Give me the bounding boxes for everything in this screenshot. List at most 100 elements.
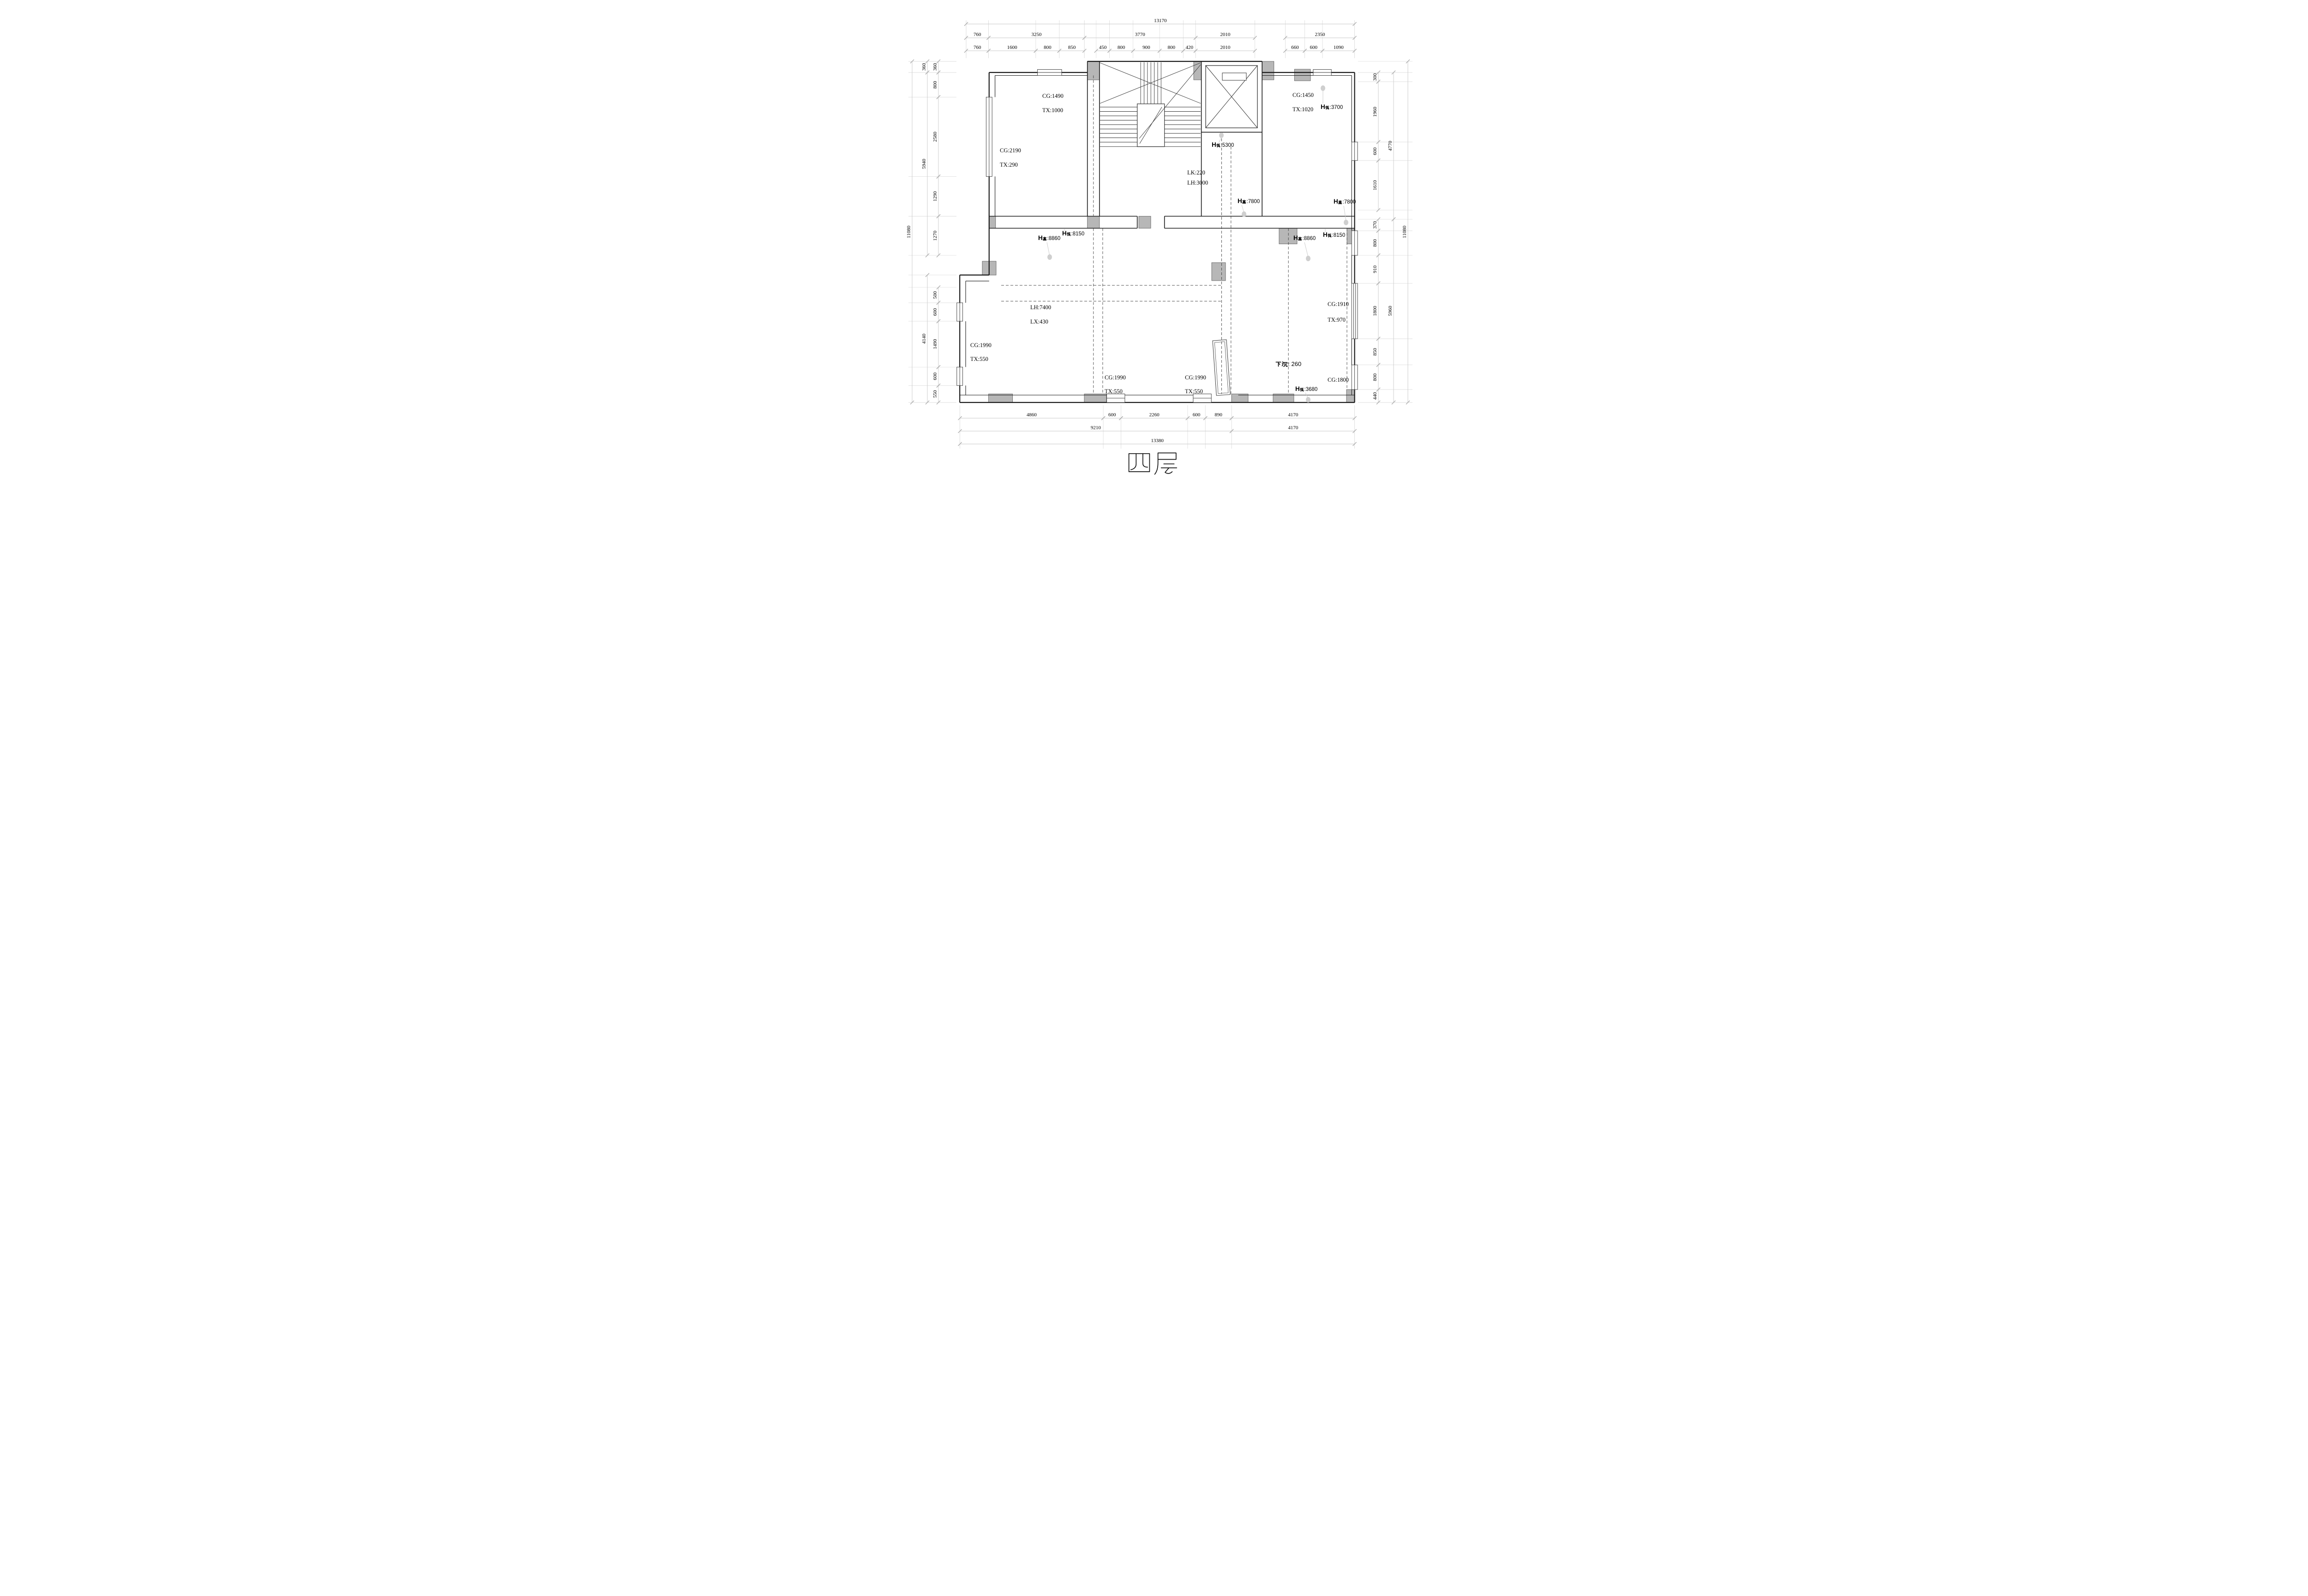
cjk-glyph-层 bbox=[1154, 452, 1178, 475]
dimension-value: 600 bbox=[932, 308, 938, 316]
room-annotation: LH:3000 bbox=[1187, 180, 1208, 186]
dimension-value: 13170 bbox=[1154, 18, 1167, 24]
height-annotation-H: H bbox=[1334, 198, 1338, 205]
dimension-tick bbox=[1391, 400, 1395, 405]
dimension-tick bbox=[1391, 70, 1395, 75]
column bbox=[1138, 216, 1151, 228]
dimension-tick bbox=[986, 36, 991, 40]
dimension-value: 1960 bbox=[1372, 107, 1378, 117]
stair-cross-brace bbox=[1100, 62, 1201, 139]
dimension-tick bbox=[1352, 22, 1357, 26]
dimension-tick bbox=[1376, 228, 1380, 233]
room-annotation: TX:550 bbox=[970, 356, 988, 362]
height-annotation-value: :8860 bbox=[1302, 236, 1316, 241]
room-annotation: CG:1910 bbox=[1328, 301, 1349, 307]
room-annotation: LH:7400 bbox=[1030, 304, 1051, 311]
dimension-value: 4170 bbox=[1288, 425, 1298, 431]
room-annotation: TX:1020 bbox=[1292, 106, 1313, 113]
stair-treads-right-flight bbox=[1164, 107, 1201, 143]
height-annotation: H :8860 bbox=[1293, 234, 1316, 241]
dimension-tick bbox=[936, 253, 940, 258]
dimension-value: 13380 bbox=[1151, 438, 1164, 444]
dimension-tick bbox=[1406, 59, 1410, 64]
dimension-value: 5960 bbox=[1388, 306, 1393, 316]
dimension-tick bbox=[936, 95, 940, 99]
dimension-value: 420 bbox=[1185, 45, 1193, 50]
height-annotation-H: H bbox=[1212, 141, 1216, 148]
dimension-value: 900 bbox=[1142, 45, 1150, 50]
cjk-glyph-低 bbox=[1216, 143, 1220, 148]
room-annotation: TX:550 bbox=[1185, 388, 1203, 395]
dimension-value: 800 bbox=[932, 81, 938, 89]
dimension-tick bbox=[1193, 36, 1198, 40]
cjk-glyph-沉 bbox=[1281, 361, 1288, 367]
dimension-tick bbox=[986, 48, 991, 53]
column bbox=[1346, 389, 1355, 403]
marker-dot bbox=[1305, 256, 1310, 261]
room-annotation: LK:220 bbox=[1187, 169, 1205, 176]
dimension-value: 1490 bbox=[932, 339, 938, 349]
elevator-shaft bbox=[1205, 65, 1258, 128]
height-annotation: H:7800 bbox=[1238, 198, 1260, 204]
dimension-tick bbox=[1391, 217, 1395, 222]
dimension-tick bbox=[936, 59, 940, 64]
elevator-car bbox=[1205, 65, 1258, 128]
leader-line bbox=[1343, 205, 1346, 222]
height-annotation: H:8150 bbox=[1062, 230, 1084, 237]
door-leaf-inner bbox=[1214, 341, 1228, 394]
dimension-tick bbox=[910, 400, 914, 405]
dimension-tick bbox=[1352, 442, 1357, 446]
dimension-tick bbox=[1406, 400, 1410, 405]
dimension-value: 2350 bbox=[1315, 32, 1325, 37]
height-annotation-value: :7800 bbox=[1246, 199, 1260, 204]
dimension-value: 600 bbox=[932, 372, 938, 380]
dimension-value: 360 bbox=[921, 63, 927, 71]
dimension-tick bbox=[1376, 158, 1380, 163]
height-annotation: H:7800 bbox=[1334, 198, 1356, 205]
dimension-tick bbox=[936, 174, 940, 179]
height-annotation-H: H bbox=[1293, 234, 1298, 241]
window-left-upper bbox=[986, 96, 992, 177]
room-annotation: CG:1990 bbox=[1105, 374, 1126, 381]
height-annotation-H: H bbox=[1295, 385, 1300, 392]
dimension-tick bbox=[1320, 48, 1324, 53]
sunken-annotation: : 260 bbox=[1288, 360, 1301, 367]
window-right-2 bbox=[1351, 230, 1358, 256]
column bbox=[988, 216, 996, 228]
dimension-tick bbox=[1352, 416, 1357, 420]
annotation-marker-dots bbox=[1047, 85, 1348, 402]
room-annotation: CG:1990 bbox=[1185, 374, 1206, 381]
dimension-tick bbox=[1283, 48, 1287, 53]
dimension-value: 760 bbox=[974, 45, 981, 50]
elevator-cross bbox=[1205, 65, 1257, 128]
dimension-tick bbox=[964, 22, 968, 26]
height-annotation: H:5300 bbox=[1212, 141, 1234, 148]
dimension-tick bbox=[1252, 36, 1257, 40]
dimension-value: 4170 bbox=[1288, 412, 1298, 418]
dimension-tick bbox=[925, 253, 929, 258]
stair-treads-left-flight bbox=[1100, 107, 1137, 143]
marker-dot bbox=[1320, 85, 1325, 91]
dimension-value: 850 bbox=[1068, 45, 1076, 50]
column bbox=[1294, 69, 1310, 81]
staircase bbox=[1100, 62, 1201, 147]
dimension-tick bbox=[1082, 48, 1087, 53]
annotation-labels: CG:1490TX:1000CG:2190TX:290CG:1450TX:102… bbox=[970, 92, 1356, 395]
dimension-value: 11080 bbox=[906, 225, 912, 238]
dimension-value: 2010 bbox=[1220, 32, 1231, 37]
height-annotation: H:8150 bbox=[1323, 231, 1345, 238]
entry-door bbox=[1212, 339, 1231, 396]
dimension-tick bbox=[964, 48, 968, 53]
annotation-leader-lines bbox=[1046, 90, 1346, 399]
dimension-tick bbox=[1376, 70, 1380, 75]
dimension-tick bbox=[1203, 416, 1208, 420]
dimension-tick bbox=[1352, 429, 1357, 433]
dimension-tick bbox=[936, 285, 940, 290]
dimension-tick bbox=[925, 70, 929, 75]
dimension-value: 890 bbox=[1214, 412, 1222, 418]
leader-line bbox=[1218, 137, 1221, 144]
dimension-value: 440 bbox=[1372, 392, 1378, 400]
dimension-tick bbox=[1376, 387, 1380, 392]
